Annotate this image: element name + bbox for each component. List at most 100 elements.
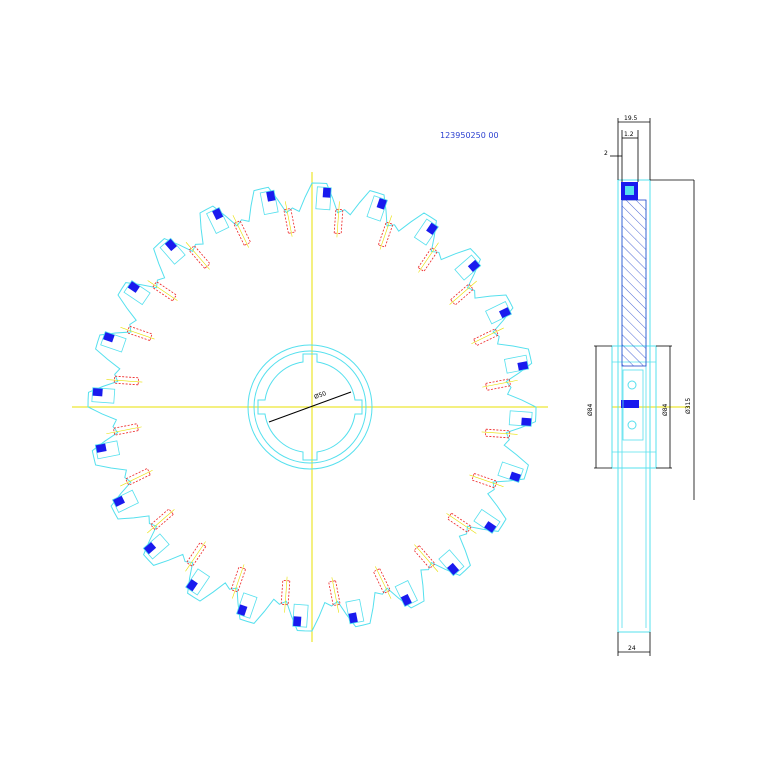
tooth-axis [232,215,249,248]
insert [143,541,157,555]
insert [467,259,481,273]
insert [92,387,103,397]
tooth-axis [379,215,392,250]
tooth [123,280,178,306]
tooth-axis [449,280,477,305]
tooth [366,195,394,250]
insert [521,417,532,427]
insert-pocket [366,195,388,222]
insert-pocket [259,189,279,216]
insert [426,222,439,236]
hub-outer-circle [247,344,373,470]
center-insert [621,400,639,408]
dim-hub-dia-right: Ø84 [662,403,669,416]
tooth-axis [446,513,477,534]
clamp-screw [484,428,511,439]
clamp-screw [125,467,151,486]
tooth-axis [120,327,155,340]
insert-pocket [94,440,121,460]
clamp-screw [447,512,472,533]
tooth [469,461,524,489]
tooth [159,237,211,270]
screw-hole-lower [627,420,637,430]
insert-pocket [142,533,170,560]
insert-pocket [485,301,513,325]
tooth-axis [284,576,288,613]
insert [348,612,358,624]
tooth [259,189,296,237]
hub-ring-circle [253,350,367,464]
tooth-axis [147,509,175,534]
tooth-axis [469,474,504,487]
insert [322,187,332,198]
tooth [449,254,482,306]
clamp-screw [333,208,344,235]
insert [164,238,178,252]
clamp-screw [471,472,498,489]
bore-diameter-label: Ø50 [313,390,327,401]
tooth-axis [232,564,245,599]
insert-pocket [413,218,439,246]
tooth-axis [414,544,439,572]
tooth [91,375,143,404]
tooth [481,410,533,439]
insert-pocket [497,461,524,483]
dim-edge-gap: 2 [604,150,608,157]
insert-pocket [454,254,482,281]
tooth-axis [185,242,210,270]
part-number: 123950250 00 [440,131,499,140]
tooth-axis [120,470,153,487]
tooth [111,467,153,513]
insert-pocket [100,331,127,353]
insert-pocket [185,568,211,596]
clamp-screw [280,579,291,606]
insert-pocket [206,206,230,234]
tooth [142,508,175,560]
insert-pocket [91,387,116,404]
insert [95,443,107,453]
insert-pocket [473,508,501,534]
clamp-screw [230,566,247,593]
clamp-screw [188,245,211,269]
side-dimensions [594,118,695,656]
dim-total-thickness: 19.5 [624,115,638,122]
side-body-outline [617,179,651,633]
insert-pocket [503,354,530,374]
insert [517,361,529,371]
tooth [471,301,513,347]
insert-pocket [508,410,533,427]
insert [236,604,248,617]
tooth-axis [284,201,293,237]
clamp-screw [450,283,474,306]
insert-pocket [159,237,186,265]
insert [483,521,497,534]
clamp-screw [113,375,140,386]
insert [266,190,276,202]
tooth [315,186,344,238]
tooth-axis [185,541,206,572]
tooth [94,423,142,460]
clamp-screw [152,281,177,302]
tooth [446,508,501,534]
tooth-axis [106,379,143,383]
body-section-hatch [621,199,647,367]
tooth-axis [106,426,142,435]
clamp-screw [473,328,499,347]
clamp-screw [377,221,394,248]
pocket-outline [622,369,644,441]
insert-pocket [292,603,309,628]
dim-hub-dia-left: Ø84 [587,403,594,416]
insert-pocket [345,598,365,625]
tooth-axis [331,577,340,613]
insert [102,331,115,343]
insert-pocket [111,489,139,513]
tooth-axis [375,566,392,599]
insert [446,562,460,576]
clamp-screw [150,508,174,531]
bore-with-keyways [257,353,363,461]
clamp-screw [413,545,436,569]
tooth [100,325,155,353]
insert-pocket [394,580,418,608]
tooth [328,577,365,625]
